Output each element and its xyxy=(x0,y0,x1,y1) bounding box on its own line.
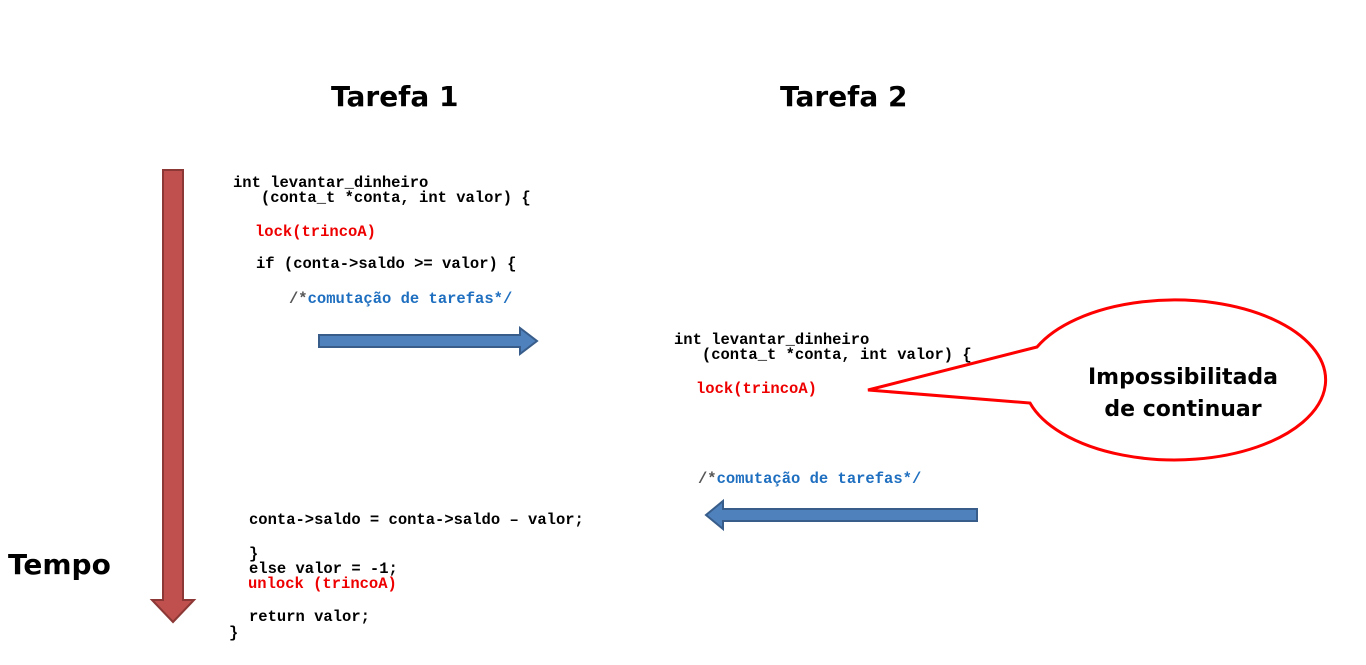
comment-prefix: /* xyxy=(289,290,308,308)
task2-comment: /*comutação de tarefas*/ xyxy=(698,471,921,487)
task1-close-if: } xyxy=(249,545,259,563)
task2-signature-line1: int levantar_dinheiro xyxy=(674,331,870,349)
task1-signature-line1: int levantar_dinheiro xyxy=(233,174,429,192)
task1-title: Tarefa 1 xyxy=(331,80,459,113)
callout-bubble xyxy=(867,298,1328,462)
callout-line2: de continuar xyxy=(1104,397,1262,422)
callout-text: Impossibilitada de continuar xyxy=(1070,362,1296,426)
task1-lock: lock(trincoA) xyxy=(255,223,376,241)
time-label: Tempo xyxy=(8,548,111,581)
comment-prefix: /* xyxy=(698,470,717,488)
comment-body: comutação de tarefas*/ xyxy=(716,470,922,488)
task1-signature-line2: (conta_t *conta, int valor) { xyxy=(233,189,531,207)
comment-body: comutação de tarefas*/ xyxy=(307,290,513,308)
task2-title: Tarefa 2 xyxy=(780,80,908,113)
task1-return: return valor; xyxy=(249,608,370,626)
switch-arrow-left xyxy=(704,498,978,532)
switch-arrow-right xyxy=(318,325,539,357)
task1-if: if (conta->saldo >= valor) { xyxy=(256,255,517,273)
task2-signature-line2: (conta_t *conta, int valor) { xyxy=(674,346,972,364)
task1-unlock: unlock (trincoA) xyxy=(248,575,397,593)
task2-lock: lock(trincoA) xyxy=(696,380,817,398)
task1-else: else valor = -1; xyxy=(249,560,398,578)
task1-comment: /*comutação de tarefas*/ xyxy=(289,291,512,307)
callout-line1: Impossibilitada xyxy=(1087,365,1279,390)
task1-close-fn: } xyxy=(229,624,239,642)
time-arrow xyxy=(149,169,197,624)
task1-saldo-update: conta->saldo = conta->saldo – valor; xyxy=(249,511,584,529)
